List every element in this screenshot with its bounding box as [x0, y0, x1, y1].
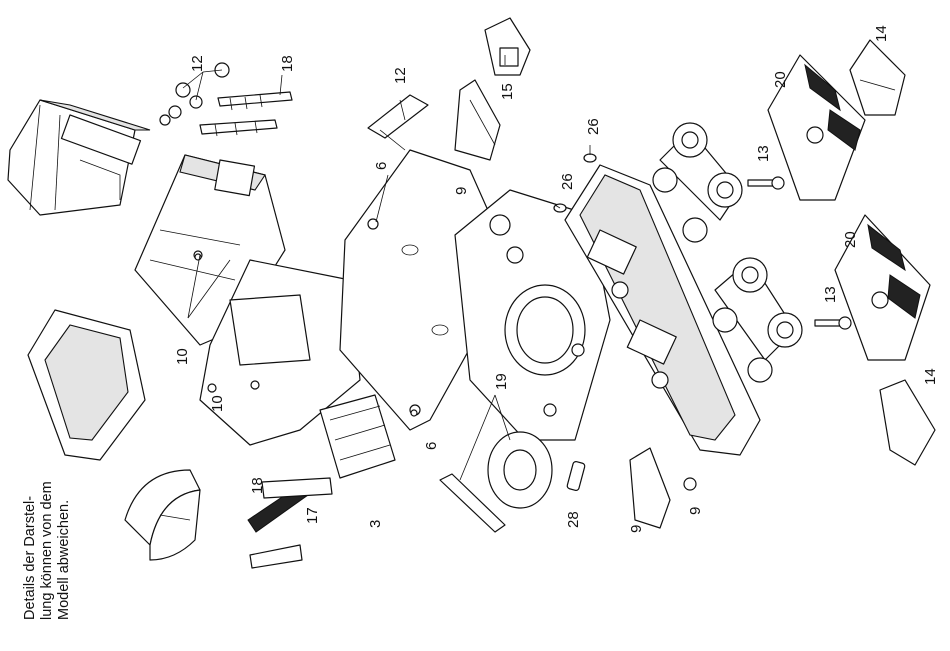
callout-10-low: 10 — [209, 395, 226, 412]
callout-18-low: 18 — [249, 477, 266, 494]
bunker-part — [28, 310, 145, 460]
callout-9-top: 9 — [453, 187, 470, 195]
callout-26-a: 26 — [585, 118, 602, 135]
callout-17: 17 — [304, 507, 321, 524]
callout-12-top: 12 — [189, 55, 206, 72]
axle-pin-13-bottom — [815, 317, 851, 329]
guard-part-14-top — [850, 40, 905, 115]
lever-part-9-low — [630, 448, 670, 528]
axle-pin-13-top — [748, 177, 784, 189]
note-line-1: Details der Darstel- — [22, 496, 38, 620]
note-line-2: lung können von dem — [39, 481, 55, 620]
callout-9-low-a: 9 — [628, 525, 645, 533]
small-part-28 — [567, 461, 586, 491]
chassis-frame — [135, 155, 360, 445]
callout-15: 15 — [499, 83, 516, 100]
flywheel-part-19 — [440, 432, 552, 532]
callout-14-bottom: 14 — [922, 368, 939, 385]
callout-9-low-b: 9 — [687, 507, 704, 515]
screw-part-9-low — [684, 478, 696, 490]
guard-part-14-bottom — [880, 380, 935, 465]
callout-19: 19 — [493, 373, 510, 390]
callout-20-top: 20 — [772, 71, 789, 88]
callout-13-bottom: 13 — [822, 286, 839, 303]
lever-part-9-top — [455, 80, 500, 160]
callout-13-top: 13 — [755, 145, 772, 162]
coupler-part-15 — [485, 18, 530, 75]
note-line-3: Modell abweichen. — [56, 500, 72, 620]
callout-14-top: 14 — [873, 25, 890, 42]
circuit-board-3 — [320, 395, 395, 478]
body-shell — [8, 100, 150, 215]
disclaimer-note: Details der Darstel- lung können von dem… — [22, 481, 72, 620]
callout-26-b: 26 — [559, 173, 576, 190]
callout-6-top: 6 — [373, 162, 390, 170]
ladder-part-18-top — [200, 92, 292, 136]
callout-3: 3 — [367, 520, 384, 528]
callout-6-low: 6 — [423, 442, 440, 450]
bracket-part-12 — [368, 95, 428, 150]
callout-28: 28 — [565, 511, 582, 528]
callout-20-bottom: 20 — [842, 231, 859, 248]
callout-18-top: 18 — [279, 55, 296, 72]
callout-10-mid: 10 — [174, 348, 191, 365]
callout-12-mid: 12 — [392, 67, 409, 84]
roof-part — [125, 470, 200, 560]
